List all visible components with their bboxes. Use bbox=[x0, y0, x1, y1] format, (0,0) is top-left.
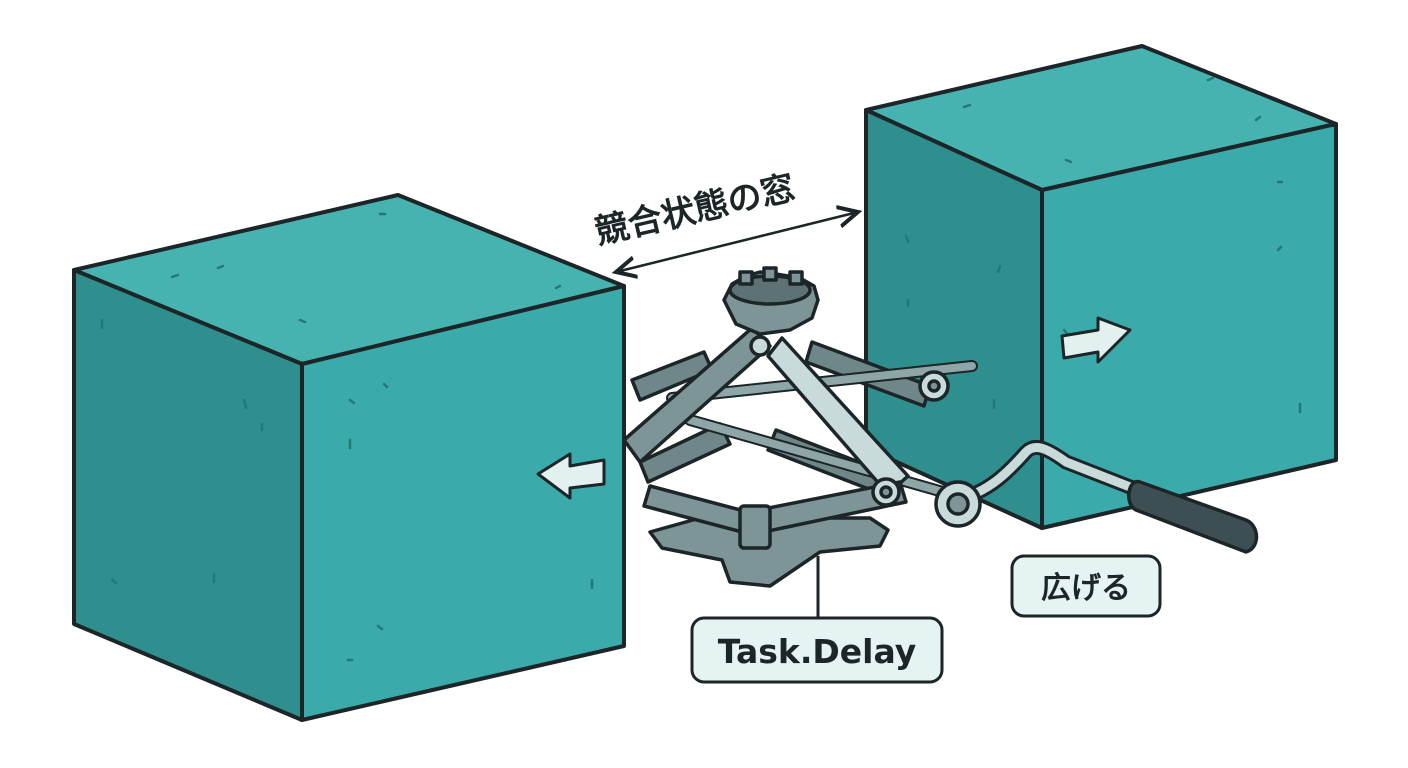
jack-back-lower-left bbox=[638, 422, 732, 484]
left-block bbox=[72, 193, 626, 722]
right-block bbox=[864, 44, 1338, 530]
jack-pivot-top bbox=[749, 335, 771, 357]
arrow-left-icon bbox=[536, 452, 606, 500]
double-arrow-icon bbox=[616, 212, 858, 272]
crank-grip bbox=[1127, 480, 1259, 554]
jack-lower-bracket bbox=[738, 504, 772, 550]
spread-label: 広げる bbox=[1041, 571, 1131, 606]
right-block-front-face bbox=[1040, 122, 1338, 530]
delay-label: Task.Delay bbox=[718, 632, 917, 671]
jack-crank bbox=[934, 439, 1259, 554]
left-block-front-face bbox=[300, 284, 626, 722]
race-window-label: 競合状態の窓 bbox=[591, 168, 799, 253]
scissor-jack bbox=[622, 266, 1259, 588]
arrow-right-icon bbox=[1060, 316, 1132, 364]
delay-tag: Task.Delay bbox=[690, 616, 944, 684]
spread-tag: 広げる bbox=[1010, 554, 1162, 618]
